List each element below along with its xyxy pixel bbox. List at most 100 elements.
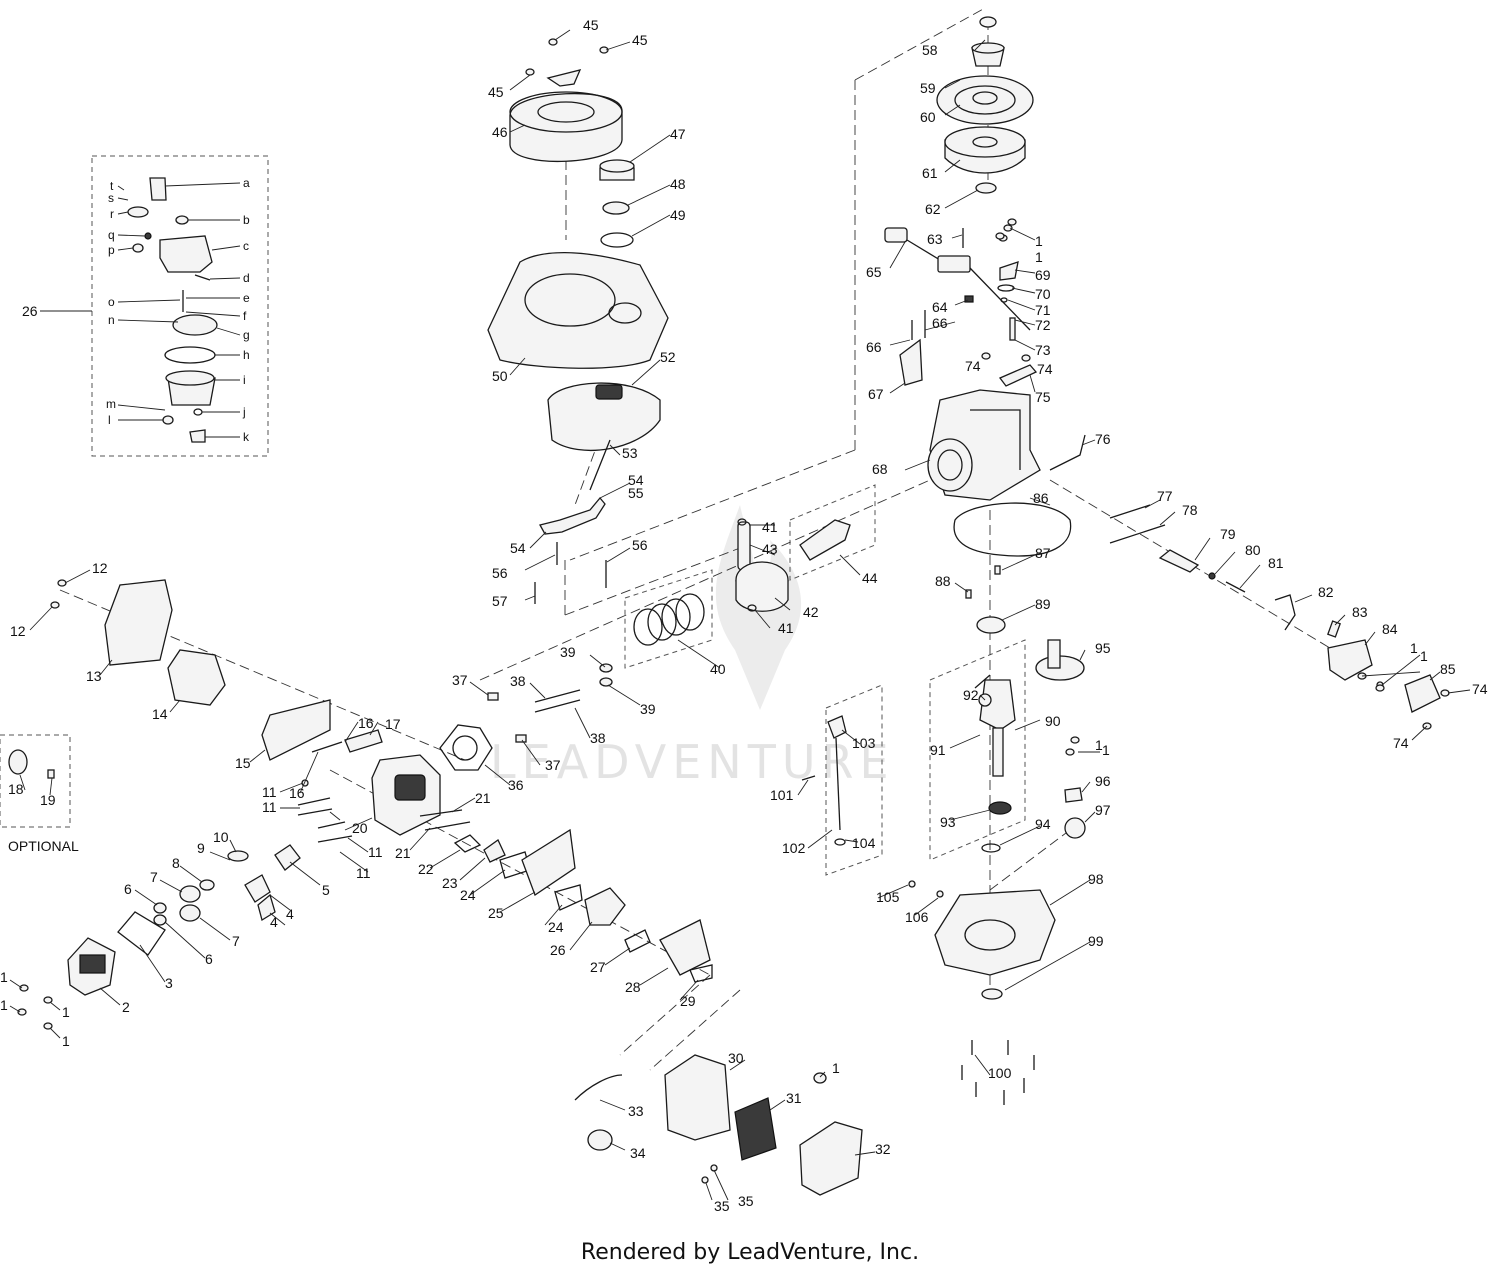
callout-66: 66 [932, 315, 948, 331]
callout-85: 85 [1440, 661, 1456, 677]
callout-102: 102 [782, 840, 806, 856]
callout-r: r [110, 207, 114, 221]
callout-56: 56 [632, 537, 648, 553]
callout-40: 40 [710, 661, 726, 677]
callout-6: 6 [124, 881, 132, 897]
callout-26: 26 [550, 942, 566, 958]
callout-66: 66 [866, 339, 882, 355]
oil-seal [981, 988, 1003, 1000]
callout-25: 25 [488, 905, 504, 921]
callout-60: 60 [920, 109, 936, 125]
callout-e: e [243, 291, 250, 305]
callout-12: 12 [10, 623, 26, 639]
callout-m: m [106, 397, 116, 411]
callout-45: 45 [583, 17, 599, 33]
callout-5: 5 [322, 882, 330, 898]
callout-c: c [243, 239, 249, 253]
callout-83: 83 [1352, 604, 1368, 620]
callout-o: o [108, 295, 115, 309]
screws [17, 218, 1450, 1084]
crankshaft-box [929, 639, 1026, 861]
callout-11: 11 [356, 865, 371, 881]
callout-17: 17 [385, 716, 401, 732]
callout-11: 11 [262, 799, 277, 815]
callout-38: 38 [510, 673, 526, 689]
callout-39: 39 [640, 701, 656, 717]
spark-arrestor-screen [8, 749, 28, 775]
callout-4: 4 [286, 906, 294, 922]
callout-i: i [243, 373, 246, 387]
callout-86: 86 [1033, 490, 1049, 506]
callout-94: 94 [1035, 816, 1051, 832]
callout-16: 16 [289, 785, 305, 801]
valve-train [153, 779, 471, 926]
optional-label: OPTIONAL [8, 838, 79, 854]
connecting-rod [799, 519, 851, 561]
callout-29: 29 [680, 993, 696, 1009]
air-filter-assembly [574, 1054, 863, 1196]
callout-h: h [243, 348, 250, 362]
callout-7: 7 [150, 869, 158, 885]
callout-38: 38 [590, 730, 606, 746]
callout-80: 80 [1245, 542, 1261, 558]
recoil-starter [509, 38, 635, 248]
axis-line [649, 989, 741, 1071]
callout-27: 27 [590, 959, 606, 975]
callout-49: 49 [670, 207, 686, 223]
spark-plug [344, 729, 383, 753]
callout-4: 4 [270, 914, 278, 930]
callout-77: 77 [1157, 488, 1173, 504]
callout-76: 76 [1095, 431, 1111, 447]
screw [47, 769, 55, 779]
bolt [599, 677, 613, 687]
axis-line [59, 589, 466, 761]
callout-35: 35 [738, 1193, 754, 1209]
callout-8: 8 [172, 855, 180, 871]
head-gasket [439, 724, 493, 771]
callout-52: 52 [660, 349, 676, 365]
callout-41: 41 [762, 519, 778, 535]
connecting-rod-box [789, 484, 876, 581]
crankcase [927, 389, 1041, 501]
callout-82: 82 [1318, 584, 1334, 600]
callout-92: 92 [963, 687, 979, 703]
callout-42: 42 [803, 604, 819, 620]
dowel-pin [994, 565, 1001, 575]
callout-69: 69 [1035, 267, 1051, 283]
callout-1: 1 [0, 997, 8, 1013]
callout-t: t [110, 179, 114, 193]
callout-l: l [108, 413, 111, 427]
washer [936, 890, 944, 898]
oil-seal [976, 616, 1006, 634]
callout-1: 1 [1420, 648, 1428, 664]
callout-45: 45 [632, 32, 648, 48]
callout-31: 31 [786, 1090, 802, 1106]
callout-75: 75 [1035, 389, 1051, 405]
cover-bolts [961, 1040, 1035, 1105]
callout-36: 36 [508, 777, 524, 793]
callout-58: 58 [922, 42, 938, 58]
bolt [599, 663, 613, 673]
callout-32: 32 [875, 1141, 891, 1157]
callout-93: 93 [940, 814, 956, 830]
callout-1: 1 [832, 1060, 840, 1076]
callout-23: 23 [442, 875, 458, 891]
callout-6: 6 [205, 951, 213, 967]
blower-housing [487, 251, 669, 369]
callout-54: 54 [510, 540, 526, 556]
callout-a: a [243, 176, 250, 190]
dowel-pin [515, 734, 527, 743]
bolt [908, 880, 916, 888]
callout-14: 14 [152, 706, 168, 722]
callout-22: 22 [418, 861, 434, 877]
callout-44: 44 [862, 570, 878, 586]
callout-55: 55 [628, 485, 644, 501]
callout-b: b [243, 213, 250, 227]
callout-106: 106 [905, 909, 929, 925]
callout-57: 57 [492, 593, 508, 609]
callout-1: 1 [1035, 233, 1043, 249]
callout-10: 10 [213, 829, 229, 845]
callout-1: 1 [62, 1004, 70, 1020]
callout-54: 54 [628, 472, 644, 488]
callout-j: j [242, 405, 246, 419]
